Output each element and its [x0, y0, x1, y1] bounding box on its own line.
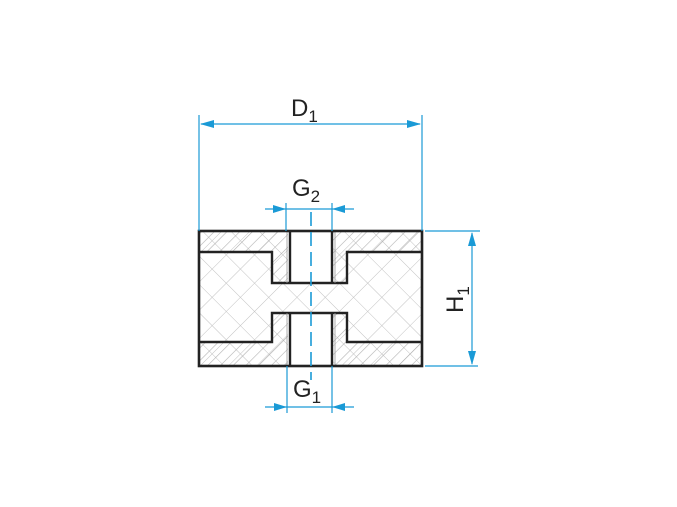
dimension-g2 [265, 203, 354, 231]
label-g2: G2 [292, 175, 320, 206]
dimension-h1 [425, 230, 480, 367]
label-h1: H1 [442, 286, 473, 313]
label-d1: D1 [291, 95, 318, 126]
dimension-d1 [198, 115, 423, 231]
dimension-g1 [265, 366, 354, 413]
label-g1: G1 [293, 376, 321, 407]
